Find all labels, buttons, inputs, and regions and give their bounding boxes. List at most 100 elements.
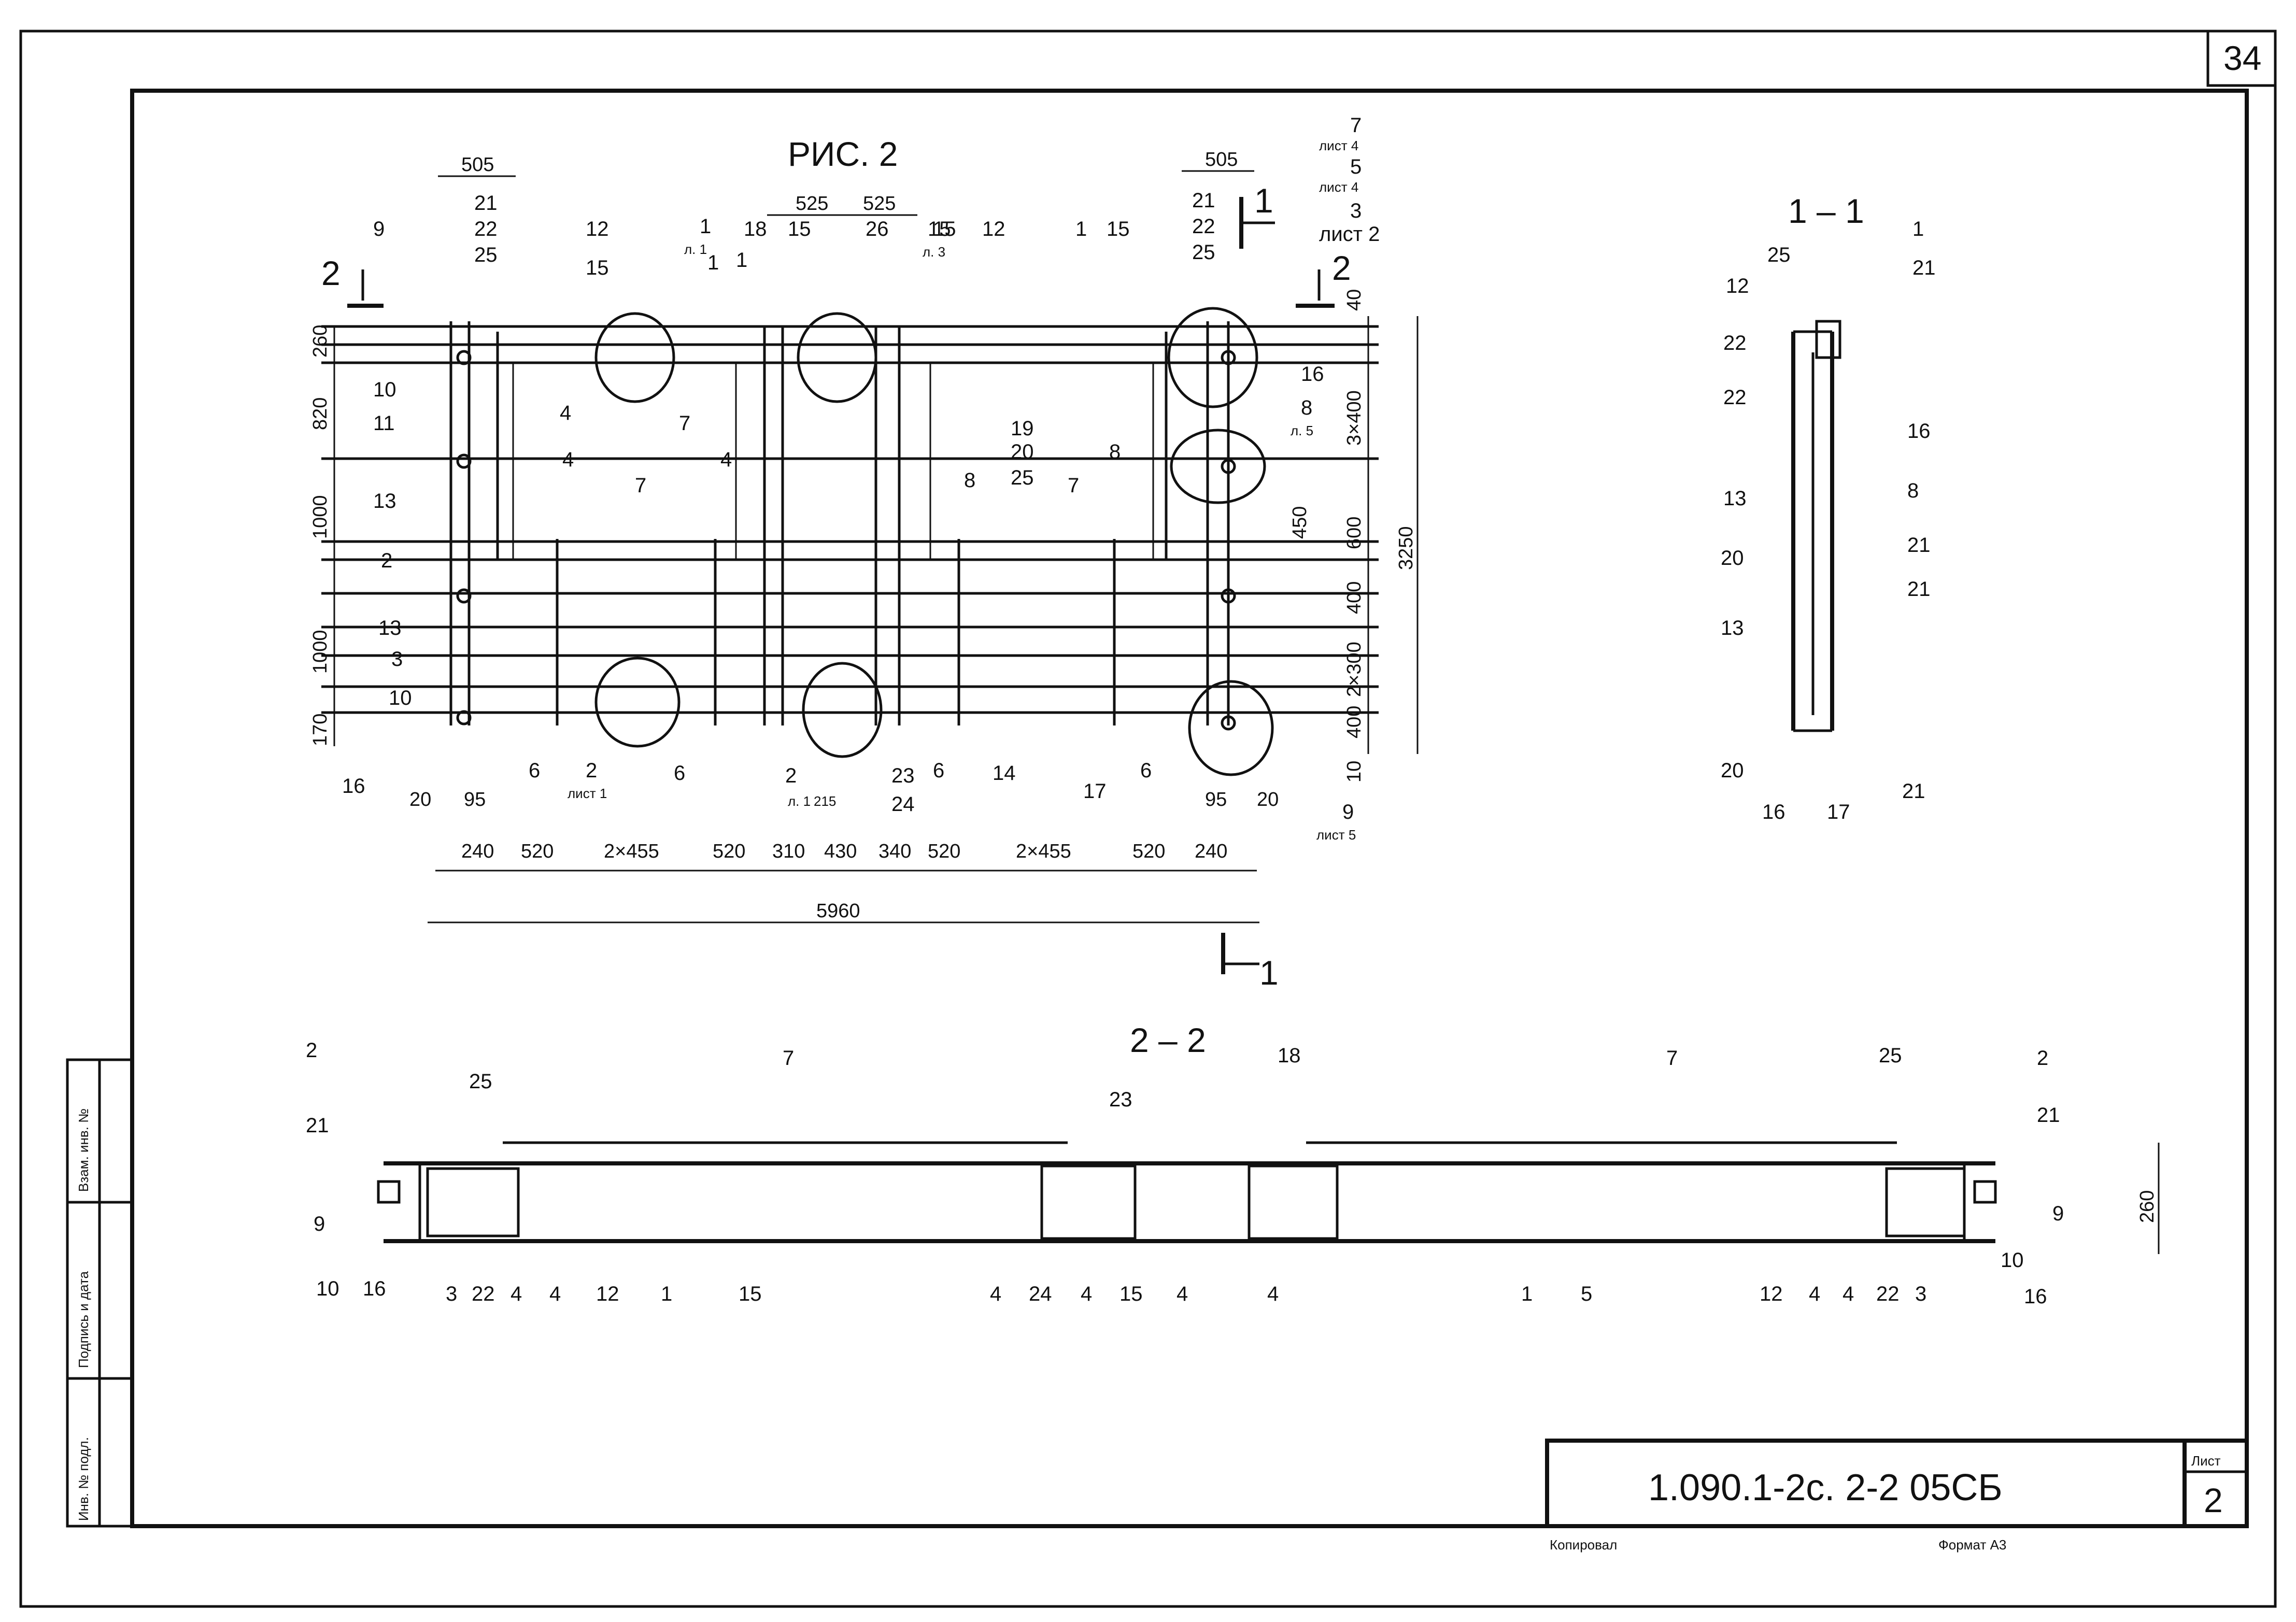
svg-text:15: 15 <box>1107 218 1130 240</box>
svg-text:3: 3 <box>1350 200 1362 222</box>
stamp-inv-podl: Инв. № подл. <box>76 1437 91 1521</box>
dim-right-1: 3×400 <box>1343 390 1365 446</box>
section-1-1-callouts-right: 1 21 16 8 21 21 17 21 <box>1827 218 1936 823</box>
svg-text:12: 12 <box>1726 275 1749 297</box>
svg-text:26: 26 <box>866 218 889 240</box>
dim-top-right: 505 <box>1205 149 1238 170</box>
svg-text:18: 18 <box>1278 1044 1301 1067</box>
stacked-marks-bottom: 23 24 <box>891 764 915 816</box>
svg-text:4: 4 <box>1843 1283 1854 1305</box>
svg-text:л. 1: л. 1 <box>684 241 707 257</box>
svg-text:лист 1: лист 1 <box>568 786 607 801</box>
svg-text:15: 15 <box>586 257 609 279</box>
section-2-2-callouts-top: 2 25 21 9 7 23 18 7 25 2 21 9 <box>306 1039 2064 1235</box>
cut-mark-1-bottom: 1 <box>1259 954 1279 992</box>
svg-text:10: 10 <box>316 1277 339 1300</box>
svg-text:9: 9 <box>314 1213 325 1235</box>
svg-text:1: 1 <box>1912 218 1924 240</box>
svg-text:25: 25 <box>474 244 498 266</box>
dim-bottom-5: 430 <box>824 841 857 862</box>
page-number-box <box>2206 30 2277 87</box>
svg-text:4: 4 <box>562 448 574 471</box>
cut-marks <box>347 197 1335 974</box>
svg-text:4: 4 <box>549 1283 561 1305</box>
svg-text:10: 10 <box>373 378 396 401</box>
svg-text:24: 24 <box>1029 1283 1052 1305</box>
svg-text:л. 5: л. 5 <box>1291 423 1313 438</box>
svg-text:4: 4 <box>511 1283 522 1305</box>
svg-text:24: 24 <box>891 793 915 816</box>
svg-text:7: 7 <box>1666 1047 1678 1070</box>
stamp-podpis: Подпись и дата <box>76 1271 91 1368</box>
svg-text:лист 5: лист 5 <box>1316 827 1356 843</box>
svg-text:12: 12 <box>596 1283 619 1305</box>
dim-bottom-small-right-1: 20 <box>1257 789 1279 810</box>
svg-text:13: 13 <box>378 617 402 639</box>
dim-215: 215 <box>814 793 836 809</box>
svg-text:21: 21 <box>1902 780 1925 803</box>
section-1-1-callouts-left: 25 12 22 22 13 20 13 20 16 <box>1721 244 1791 823</box>
svg-text:лист 4: лист 4 <box>1319 179 1358 195</box>
svg-text:21: 21 <box>1907 578 1931 601</box>
svg-text:12: 12 <box>982 218 1005 240</box>
section-1-1-drawing <box>1791 320 1841 732</box>
svg-text:7: 7 <box>1350 114 1362 137</box>
svg-text:11: 11 <box>373 412 395 435</box>
title-block: 1.090.1-2с. 2-2 05СБ Лист 2 <box>1545 1439 2249 1528</box>
dim-left-0: 260 <box>309 325 331 358</box>
svg-text:8: 8 <box>964 469 975 492</box>
figure-title: РИС. 2 <box>788 135 898 173</box>
dim-bottom-small-right-0: 95 <box>1205 789 1227 810</box>
svg-text:21: 21 <box>306 1114 329 1137</box>
svg-text:2: 2 <box>586 759 597 782</box>
dim-left-4: 170 <box>309 714 331 746</box>
svg-text:2: 2 <box>785 764 797 787</box>
svg-text:22: 22 <box>1723 332 1747 354</box>
svg-text:20: 20 <box>1721 547 1744 570</box>
svg-text:21: 21 <box>1192 189 1215 212</box>
svg-text:21: 21 <box>1912 257 1936 279</box>
dim-bottom-4: 310 <box>772 841 805 862</box>
svg-text:1: 1 <box>661 1283 672 1305</box>
plan-view <box>321 307 1379 776</box>
svg-text:17: 17 <box>1827 801 1850 823</box>
svg-text:13: 13 <box>373 490 396 513</box>
dim-bottom-1: 520 <box>521 841 554 862</box>
cut-mark-1-top: 1 <box>1254 181 1273 220</box>
svg-text:18: 18 <box>744 218 767 240</box>
svg-text:л. 3: л. 3 <box>923 244 945 260</box>
svg-text:7: 7 <box>635 474 646 497</box>
svg-text:15: 15 <box>933 218 956 240</box>
svg-text:12: 12 <box>1760 1283 1783 1305</box>
svg-text:1: 1 <box>700 215 711 238</box>
svg-text:13: 13 <box>1721 617 1744 639</box>
svg-text:16: 16 <box>2024 1285 2047 1308</box>
svg-text:8: 8 <box>1301 396 1312 419</box>
svg-text:16: 16 <box>1907 420 1931 443</box>
svg-text:15: 15 <box>739 1283 762 1305</box>
svg-text:6: 6 <box>529 759 540 782</box>
section-2-2-title: 2 – 2 <box>1130 1021 1206 1059</box>
sheet-number: 2 <box>2204 1481 2223 1519</box>
svg-text:23: 23 <box>1109 1088 1132 1111</box>
side-stamp: Инв. № подл. Подпись и дата Взам. инв. № <box>66 1058 134 1528</box>
page-number: 34 <box>2223 39 2261 77</box>
dim-right-0: 40 <box>1343 289 1365 311</box>
svg-text:15: 15 <box>788 218 811 240</box>
dim-450: 450 <box>1289 506 1311 539</box>
sheet-label: Лист <box>2191 1453 2221 1469</box>
svg-text:25: 25 <box>1011 466 1034 489</box>
svg-text:7: 7 <box>783 1047 794 1070</box>
dim-bottom-10: 240 <box>1195 841 1227 862</box>
svg-text:6: 6 <box>674 762 685 785</box>
dim-bottom-0: 240 <box>461 841 494 862</box>
svg-text:21: 21 <box>1907 534 1931 557</box>
svg-text:19: 19 <box>1011 417 1034 440</box>
stacked-marks-center: 19 20 25 <box>1011 417 1034 489</box>
svg-text:9: 9 <box>373 218 385 240</box>
dim-bottom-9: 520 <box>1132 841 1165 862</box>
dim-bottom-small-left-1: 95 <box>464 789 486 810</box>
plan-callouts: 9 12 1 1 15 18 15 26 15 12 1 15 10 11 13… <box>342 218 1324 803</box>
plan-dimension-lines <box>333 170 1419 923</box>
dim-right-3: 400 <box>1343 581 1365 614</box>
